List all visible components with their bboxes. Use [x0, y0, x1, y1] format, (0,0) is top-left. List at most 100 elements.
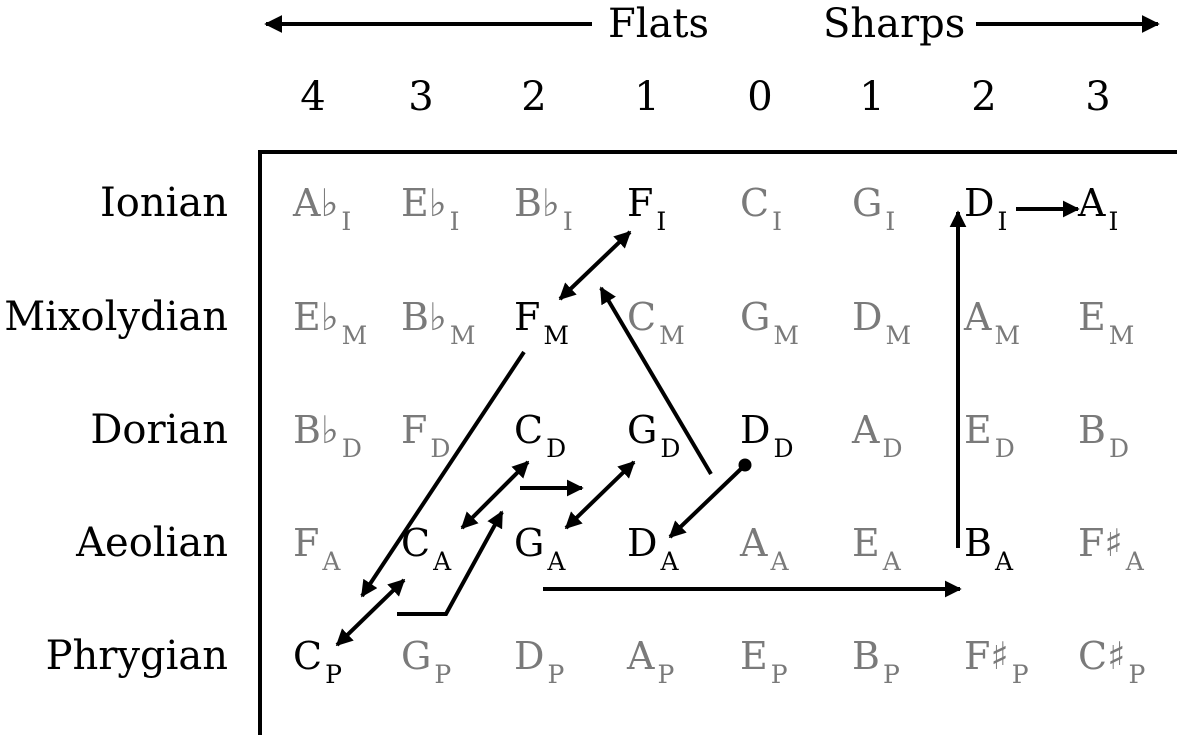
mode-subscript: A	[1125, 547, 1145, 576]
mode-subscript: M	[543, 321, 569, 350]
note-name: C	[514, 408, 543, 452]
note-cell: B♭I	[514, 181, 573, 236]
note-name: B♭	[293, 408, 339, 452]
flats-label: Flats	[608, 1, 709, 47]
mode-subscript: D	[546, 434, 566, 463]
mode-subscript: P	[1012, 660, 1029, 689]
mode-subscript: A	[546, 547, 566, 576]
mode-subscript: I	[1108, 207, 1118, 236]
mode-subscript: A	[994, 547, 1014, 576]
mode-label-mixolydian: Mixolydian	[4, 294, 228, 340]
note-cell: E♭I	[401, 181, 460, 236]
note-name: C♯	[1078, 634, 1125, 678]
mode-label-ionian: Ionian	[100, 180, 228, 226]
note-name: E	[852, 521, 880, 565]
note-name: B	[1078, 408, 1106, 452]
arrow-cp-ca	[335, 578, 406, 647]
mode-subscript: A	[321, 547, 341, 576]
note-name: A	[739, 521, 768, 565]
mode-subscript: I	[772, 207, 782, 236]
note-name: D	[740, 408, 770, 452]
accidental-count: 1	[634, 74, 659, 120]
mode-subscript: A	[432, 547, 452, 576]
mode-label-aeolian: Aeolian	[75, 520, 228, 566]
note-name: B♭	[514, 181, 560, 225]
arrow-fi-fm	[558, 230, 632, 301]
mode-subscript: I	[997, 207, 1007, 236]
mode-subscript: M	[885, 321, 911, 350]
mode-subscript: I	[450, 207, 460, 236]
note-name: F	[293, 521, 319, 565]
note-name: C	[740, 181, 769, 225]
note-name: F♯	[964, 634, 1009, 678]
mode-subscript: I	[563, 207, 573, 236]
note-cell: C♯P	[1078, 634, 1145, 689]
note-name: E♭	[401, 181, 447, 225]
note-name: E	[964, 408, 992, 452]
mode-subscript: M	[1109, 321, 1135, 350]
note-cell: F♯P	[964, 634, 1029, 689]
note-name: E	[1078, 295, 1106, 339]
note-name: F	[401, 408, 427, 452]
note-name: B♭	[401, 295, 447, 339]
mode-subscript: M	[994, 321, 1020, 350]
note-name: D	[852, 295, 882, 339]
note-name: F	[627, 181, 653, 225]
mode-subscript: M	[659, 321, 685, 350]
note-name: G	[740, 295, 770, 339]
note-name: G	[401, 634, 431, 678]
mode-subscript: D	[1109, 434, 1129, 463]
note-cell: B♭M	[401, 295, 475, 350]
note-cell: B♭D	[293, 408, 362, 463]
note-cell: E♭M	[293, 295, 367, 350]
arrow-ca-cd	[460, 460, 530, 530]
mode-subscript: I	[656, 207, 666, 236]
note-name: E♭	[293, 295, 339, 339]
mode-subscript: P	[771, 660, 788, 689]
note-cell: A♭I	[292, 181, 351, 236]
note-name: D	[964, 181, 994, 225]
arrow-dd-cm	[599, 286, 713, 476]
note-name: B	[852, 634, 880, 678]
note-name: C	[293, 634, 322, 678]
mode-subscript: P	[547, 660, 564, 689]
mode-label-phrygian: Phrygian	[46, 633, 228, 679]
accidental-count: 2	[971, 74, 996, 120]
accidental-count: 3	[408, 74, 433, 120]
note-name: F♯	[1078, 521, 1123, 565]
note-name: A♭	[292, 181, 338, 225]
mode-subscript: D	[882, 434, 902, 463]
start-point-dot	[738, 458, 752, 472]
mode-subscript: P	[434, 660, 451, 689]
note-name: G	[627, 408, 657, 452]
note-name: G	[852, 181, 882, 225]
note-name: D	[627, 521, 657, 565]
note-name: G	[514, 521, 544, 565]
note-cell: F♯A	[1078, 521, 1145, 576]
mode-subscript: D	[995, 434, 1015, 463]
